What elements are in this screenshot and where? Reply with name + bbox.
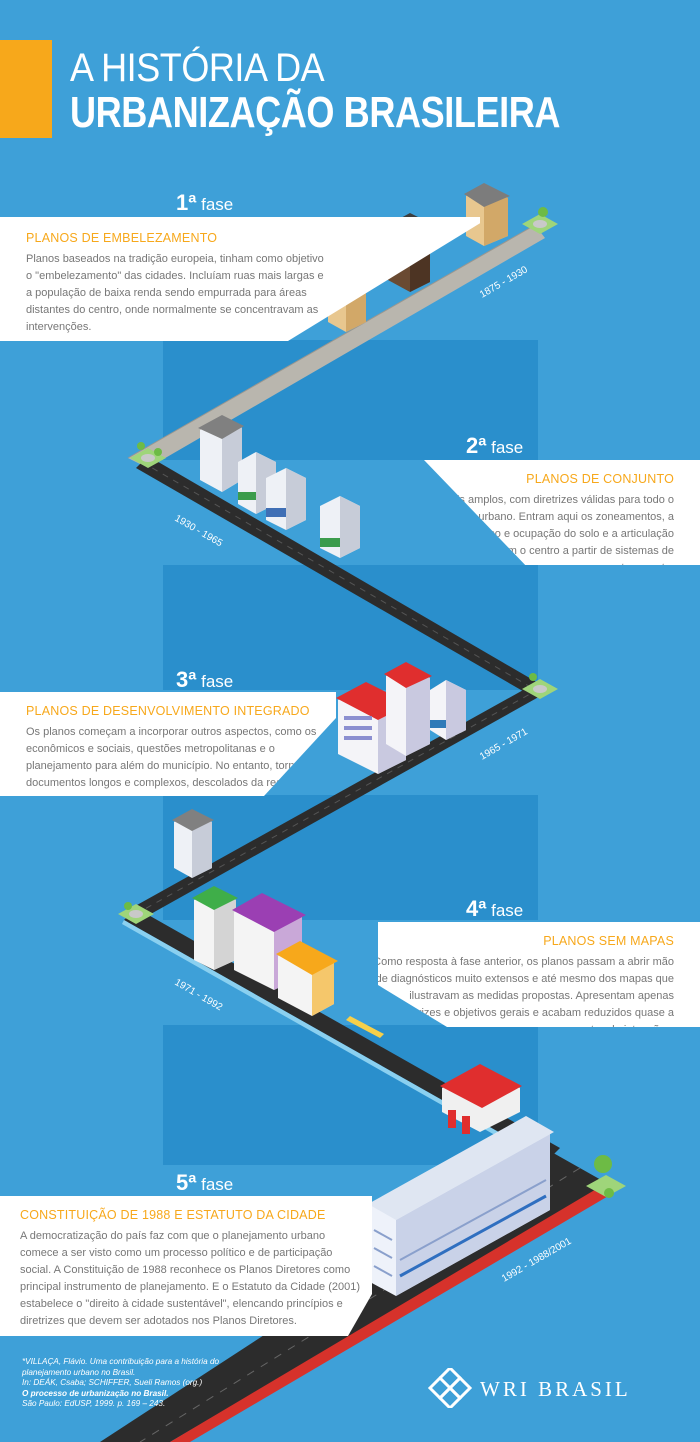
phase-number: 3ª — [176, 667, 197, 692]
phase-label-4: 4ª fase — [466, 896, 523, 922]
office-building — [266, 468, 306, 530]
plaza-tree — [130, 442, 166, 468]
footnote-line: São Paulo: EdUSP, 1999. p. 169 – 243. — [22, 1399, 166, 1408]
phase-word: fase — [491, 438, 524, 457]
asphalt-road — [136, 456, 540, 694]
gas-station — [440, 1064, 522, 1134]
phase-description: Os planos começam a incorporar outros as… — [26, 726, 326, 789]
footnote-line: In: DEÁK, Csaba; SCHIFFER, Sueli Ramos (… — [22, 1378, 203, 1387]
phase-title: CONSTITUIÇÃO DE 1988 E ESTATUTO DA CIDAD… — [20, 1208, 326, 1222]
title-accent-bar — [0, 40, 52, 138]
apartment-block — [368, 1116, 554, 1296]
modern-building — [384, 662, 432, 756]
phase-number: 5ª — [176, 1170, 197, 1195]
phase-word: fase — [201, 1175, 234, 1194]
footnote-line: *VILLAÇA, Flávio. Uma contribuição para … — [22, 1357, 220, 1377]
phase-description: Planos baseados na tradição europeia, ti… — [26, 253, 324, 333]
logo-text: WRI BRASIL — [480, 1377, 631, 1401]
wri-brasil-logo: WRI BRASIL — [427, 1365, 658, 1411]
phase-title: PLANOS DE CONJUNTO — [526, 472, 674, 486]
phase-card-4: PLANOS SEM MAPAS Como resposta à fase an… — [378, 922, 700, 1027]
period-label-3: 1965 - 1971 — [478, 726, 530, 762]
wri-lattice-icon — [427, 1365, 473, 1411]
plaza-tree — [522, 673, 558, 699]
phase-number: 1ª — [176, 190, 197, 215]
road-lane-line — [141, 461, 535, 690]
footnote-line: O processo de urbanização no Brasil. — [22, 1388, 169, 1398]
office-building — [172, 809, 214, 878]
phase-label-1: 1ª fase — [176, 190, 233, 216]
phase-number: 2ª — [466, 433, 487, 458]
plaza-tree — [118, 902, 154, 924]
modern-building — [430, 680, 466, 740]
phase-title: PLANOS DE DESENVOLVIMENTO INTEGRADO — [26, 704, 310, 718]
footnote: *VILLAÇA, Flávio. Uma contribuição para … — [22, 1357, 222, 1410]
phase-label-5: 5ª fase — [176, 1170, 233, 1196]
phase-label-2: 2ª fase — [466, 433, 523, 459]
phase-title: PLANOS DE EMBELEZAMENTO — [26, 231, 218, 245]
phase-label-3: 3ª fase — [176, 667, 233, 693]
plaza-tree — [586, 1155, 626, 1198]
plaza-tree — [522, 207, 558, 234]
cobblestone-road — [128, 225, 545, 468]
road-lane-line — [133, 688, 540, 916]
office-building — [320, 496, 360, 558]
phase-description: A democratização do país faz com que o p… — [20, 1230, 360, 1327]
phase-number: 4ª — [466, 896, 487, 921]
phase-word: fase — [201, 195, 234, 214]
road-curb — [127, 224, 536, 459]
residential-building — [192, 886, 238, 970]
phase-description: Como resposta à fase anterior, os planos… — [373, 956, 674, 1036]
page-title-line1: A HISTÓRIA DA — [70, 46, 325, 90]
period-label-4: 1971 - 1992 — [173, 977, 225, 1013]
phase-card-5: CONSTITUIÇÃO DE 1988 E ESTATUTO DA CIDAD… — [0, 1196, 372, 1336]
page-title-line2: URBANIZAÇÃO BRASILEIRA — [70, 88, 561, 137]
sidewalk — [122, 920, 548, 1164]
period-label-2: 1930 - 1965 — [173, 513, 225, 549]
office-building — [198, 415, 244, 492]
phase-title: PLANOS SEM MAPAS — [543, 934, 674, 948]
phase-word: fase — [491, 901, 524, 920]
residential-building — [276, 941, 338, 1016]
phase-card-2: PLANOS DE CONJUNTO Planos mais amplos, c… — [424, 460, 700, 565]
bus — [346, 1016, 384, 1038]
colonial-building — [464, 183, 510, 246]
phase-word: fase — [201, 672, 234, 691]
bike-lane — [170, 1188, 610, 1442]
